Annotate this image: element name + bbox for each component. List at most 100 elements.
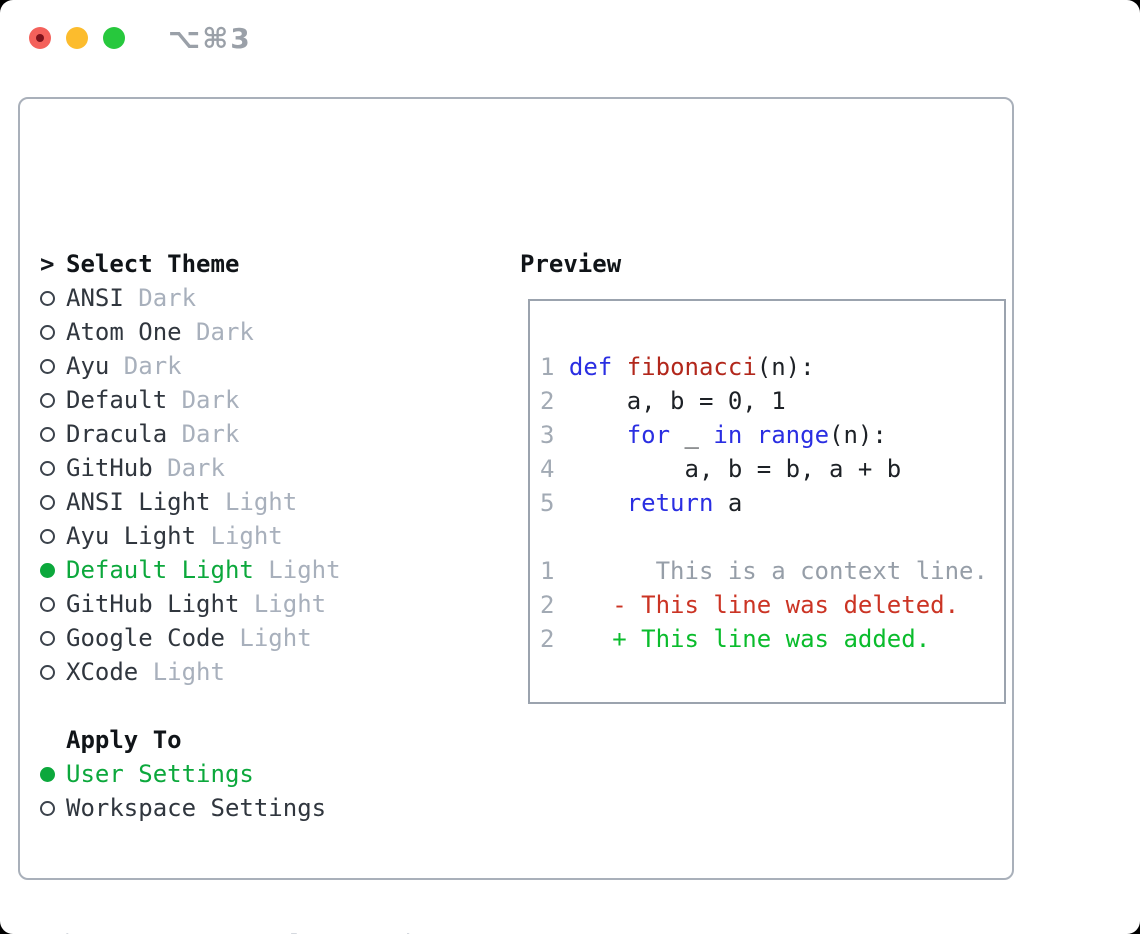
theme-item-github-light-variant: Light (239, 590, 327, 618)
radio-dot-icon (40, 324, 55, 340)
theme-item-github[interactable]: GitHub Dark (40, 451, 341, 485)
theme-list-header: Select Theme (66, 250, 240, 278)
code-segment: def (568, 353, 613, 381)
zoom-button-icon[interactable] (103, 27, 125, 49)
radio-icon[interactable] (40, 800, 66, 816)
theme-item-github-variant: Dark (152, 454, 225, 482)
code-segment: a (713, 489, 743, 517)
radio-icon[interactable] (40, 460, 66, 476)
line-number: 4 (540, 455, 569, 483)
code-segment: fibonacci (626, 353, 757, 381)
radio-icon[interactable] (40, 324, 66, 340)
radio-selected-icon[interactable] (40, 766, 66, 782)
window-title: ⌥⌘3 (168, 22, 252, 55)
apply-option-workspace-settings[interactable]: Workspace Settings (40, 791, 326, 825)
theme-item-ayu-label: Ayu (66, 352, 110, 380)
apply-option-user-settings[interactable]: User Settings (40, 757, 326, 791)
theme-item-github-light[interactable]: GitHub Light Light (40, 587, 341, 621)
radio-dot-icon (40, 392, 55, 408)
code-segment: - This line was deleted. (568, 591, 960, 619)
radio-dot-icon (40, 664, 55, 680)
line-number: 2 (540, 625, 569, 653)
radio-dot-icon (40, 494, 55, 510)
theme-item-google-code[interactable]: Google Code Light (40, 621, 341, 655)
radio-dot-icon (40, 290, 55, 306)
line-number: 2 (540, 387, 569, 415)
theme-item-default-variant: Dark (167, 386, 240, 414)
code-segment: (n): (756, 353, 815, 381)
theme-item-ansi-light-variant: Light (210, 488, 298, 516)
close-button-icon[interactable] (29, 27, 51, 49)
theme-item-xcode[interactable]: XCode Light (40, 655, 341, 689)
code-segment (612, 353, 626, 381)
line-number (540, 523, 569, 551)
theme-item-dracula[interactable]: Dracula Dark (40, 417, 341, 451)
radio-icon[interactable] (40, 290, 66, 306)
apply-to-header-row: Apply To (40, 723, 326, 757)
line-number: 5 (540, 489, 569, 517)
radio-dot-icon (40, 800, 55, 816)
theme-item-xcode-variant: Light (138, 658, 225, 686)
preview-header: Preview (520, 250, 622, 278)
code-segment: for (626, 421, 671, 449)
code-segment: a, b = 0, 1 (568, 387, 786, 415)
theme-item-ayu-variant: Dark (109, 352, 182, 380)
theme-item-google-code-variant: Light (224, 624, 312, 652)
theme-item-atom-one-label: Atom One (66, 318, 182, 346)
radio-icon[interactable] (40, 630, 66, 646)
radio-icon[interactable] (40, 358, 66, 374)
radio-dot-icon (40, 358, 55, 374)
theme-item-default-light[interactable]: Default Light Light (40, 553, 341, 587)
theme-item-ansi-variant: Dark (123, 284, 197, 312)
preview-line-5: 5 return a (540, 486, 1004, 520)
radio-icon[interactable] (40, 528, 66, 544)
theme-item-ayu-light-label: Ayu Light (66, 522, 197, 550)
preview-line-7: 1 This is a context line. (540, 554, 1004, 588)
theme-item-atom-one[interactable]: Atom One Dark (40, 315, 341, 349)
keyboard-hint-line1: (Use Enter to select, Tab to (58, 927, 463, 934)
apply-option-user-settings-label: User Settings (66, 760, 254, 788)
theme-item-default[interactable]: Default Dark (40, 383, 341, 417)
line-number: 3 (540, 421, 569, 449)
theme-item-default-light-variant: Light (253, 556, 341, 584)
theme-item-ansi-light-label: ANSI Light (66, 488, 211, 516)
radio-icon[interactable] (40, 494, 66, 510)
code-segment: return (626, 489, 714, 517)
radio-icon[interactable] (40, 392, 66, 408)
code-segment: (n): (829, 421, 887, 449)
radio-dot-icon (40, 528, 55, 544)
theme-item-default-label: Default (66, 386, 168, 414)
theme-item-xcode-label: XCode (66, 658, 139, 686)
theme-item-ayu[interactable]: Ayu Dark (40, 349, 341, 383)
theme-item-ayu-light-variant: Light (196, 522, 283, 550)
line-number: 2 (540, 591, 569, 619)
line-number: 1 (540, 557, 569, 585)
theme-item-ayu-light[interactable]: Ayu Light Light (40, 519, 341, 553)
preview-line-9: 2 + This line was added. (540, 622, 1004, 656)
code-segment: a, b = b, a + b (568, 455, 902, 483)
theme-item-google-code-label: Google Code (66, 624, 225, 652)
code-segment: This is a context line. (568, 557, 988, 585)
theme-list-header-row: > Select Theme (40, 247, 341, 281)
preview-line-1: 1 def fibonacci(n): (540, 350, 1004, 384)
preview-line-8: 2 - This line was deleted. (540, 588, 1004, 622)
theme-item-ansi-light[interactable]: ANSI Light Light (40, 485, 341, 519)
radio-icon[interactable] (40, 426, 66, 442)
theme-item-default-light-label: Default Light (66, 556, 254, 584)
minimize-button-icon[interactable] (66, 27, 88, 49)
radio-dot-icon (40, 766, 55, 782)
theme-item-ansi[interactable]: ANSI Dark (40, 281, 341, 315)
preview-line-3: 3 for _ in range(n): (540, 418, 1004, 452)
keyboard-hint: (Use Enter to select, Tab to change focu… (58, 859, 463, 934)
radio-selected-icon[interactable] (40, 562, 66, 578)
theme-item-dracula-variant: Dark (167, 420, 240, 448)
apply-option-workspace-settings-label: Workspace Settings (66, 794, 327, 822)
radio-icon[interactable] (40, 596, 66, 612)
radio-icon[interactable] (40, 664, 66, 680)
theme-item-atom-one-variant: Dark (181, 318, 254, 346)
